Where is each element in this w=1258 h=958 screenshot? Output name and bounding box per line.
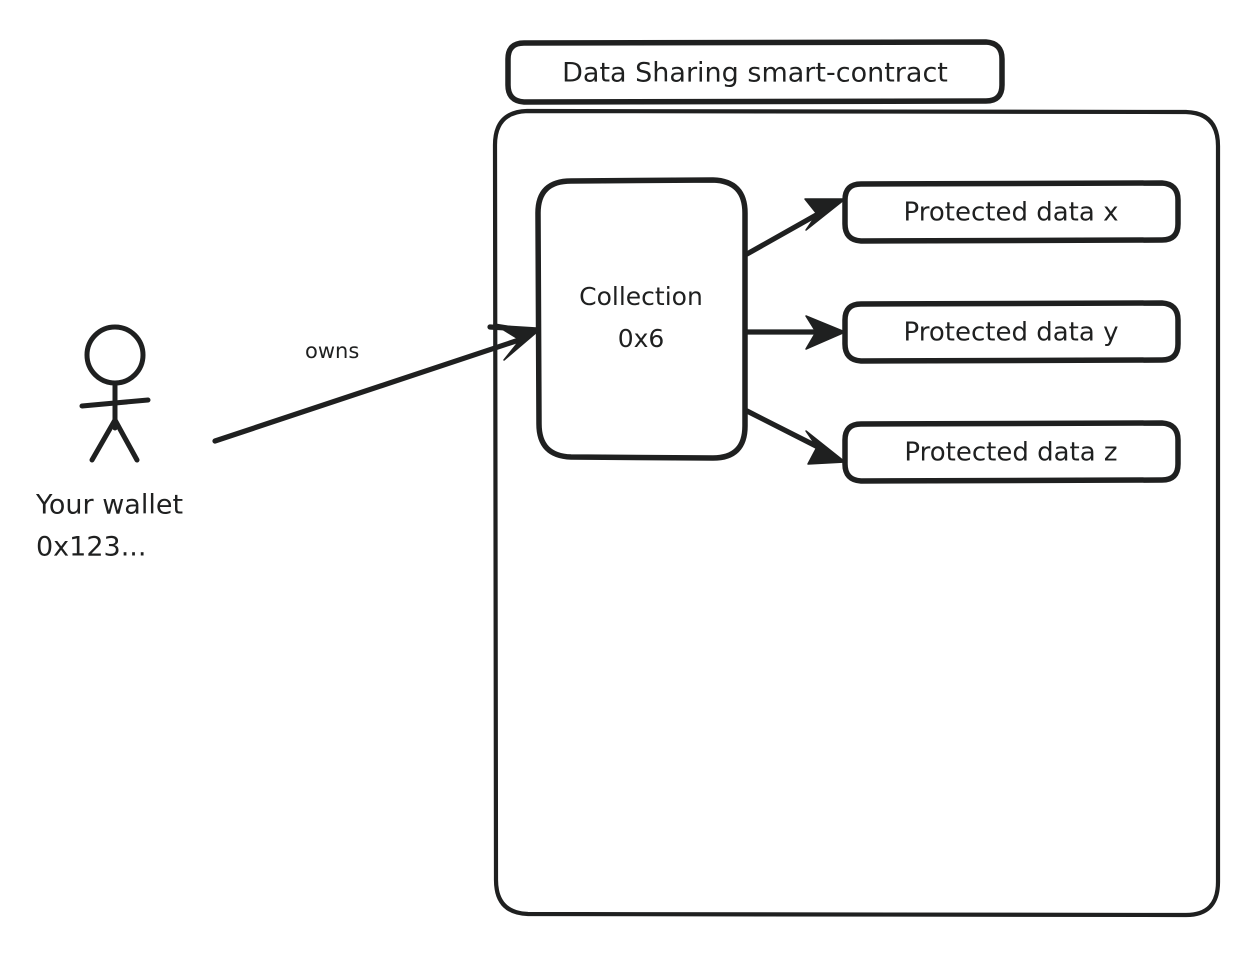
- stick-figure-person-icon: [79, 324, 151, 463]
- edge-owns: owns: [212, 323, 541, 444]
- protected-data-z-label: Protected data z: [904, 438, 1117, 468]
- protected-data-z-node[interactable]: Protected data z: [842, 420, 1181, 484]
- contract-title-label: Data Sharing smart-contract: [562, 58, 948, 89]
- edge-collection-to-protected-data-x: [744, 198, 846, 257]
- edge-owns-label: owns: [305, 339, 359, 363]
- contract-title-box: Data Sharing smart-contract: [505, 39, 1005, 105]
- protected-data-y-label: Protected data y: [904, 318, 1119, 348]
- collection-node[interactable]: Collection 0x6: [535, 177, 748, 461]
- collection-label-line1: Collection: [579, 282, 703, 311]
- wallet-label: Your wallet 0x123...: [35, 490, 183, 563]
- protected-data-x-node[interactable]: Protected data x: [842, 180, 1181, 244]
- protected-data-y-node[interactable]: Protected data y: [842, 300, 1181, 364]
- wallet-label-line1: Your wallet: [35, 490, 183, 521]
- collection-label-line2: 0x6: [618, 324, 665, 353]
- edge-collection-to-protected-data-y: [744, 315, 846, 350]
- wallet-label-line2: 0x123...: [36, 532, 146, 563]
- edge-collection-to-protected-data-z: [744, 408, 846, 465]
- protected-data-x-label: Protected data x: [904, 198, 1119, 228]
